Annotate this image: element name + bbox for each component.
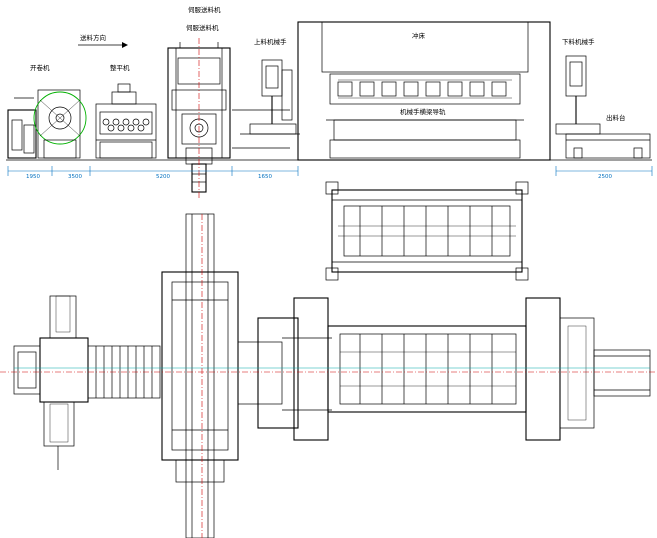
annotations: 送料方向 开卷机 整平机 伺服送料机 伺服送料机 冲床 上料机械手 下料机械手 … [26,5,626,180]
dimension-5: 2500 [598,174,612,180]
output-conveyor-plan [593,349,651,397]
label-feed-direction: 送料方向 [80,33,106,42]
dimension-2: 3500 [68,174,82,180]
straightener-elevation [95,83,157,159]
label-transfer-rail: 机械手横梁导轨 [400,107,446,116]
press-elevation [297,21,551,161]
right-unloader-elevation [555,55,601,135]
label-servo-feeder: 伺服送料机 [186,23,219,32]
plan-view [0,213,657,538]
dimension-3: 5200 [156,174,170,180]
label-feeder-top: 伺服送料机 [188,5,221,14]
right-unloader-plan [559,317,595,429]
label-output-table: 出料台 [606,113,626,122]
left-robot-plan [237,317,332,429]
feeder-beam-plan [161,213,239,538]
label-loader-left: 上料机械手 [254,37,287,46]
uncoiler-elevation [7,89,87,159]
dimension-line [7,166,653,176]
label-loader-right: 下料机械手 [562,37,595,46]
dimension-4: 1650 [258,174,272,180]
feed-direction-arrow [78,42,128,48]
label-press: 冲床 [412,31,426,40]
uncoiler-plan [13,295,89,470]
dimension-1: 1950 [26,174,40,180]
output-table-elevation [565,133,651,159]
bolster-plan-view [325,181,529,281]
coil-outline [33,91,87,145]
label-straightener: 整平机 [110,63,130,72]
elevation-view [6,21,653,200]
left-loader-elevation [240,59,300,135]
label-uncoiler: 开卷机 [30,63,50,72]
press-plan [293,297,561,441]
